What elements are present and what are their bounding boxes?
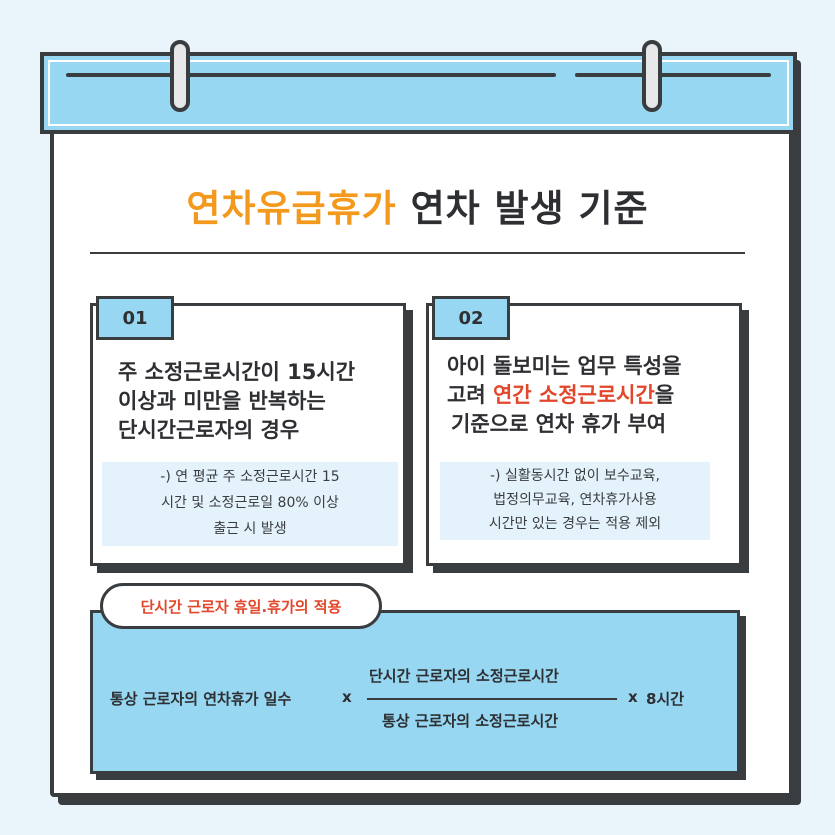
- title-accent: 연차유급휴가: [186, 187, 397, 230]
- title-divider: [90, 252, 745, 254]
- card2-highlight: 연간 소정근로시간: [492, 383, 655, 407]
- card1-line: 이상과 미만을 반복하는: [118, 389, 326, 413]
- formula-times-2: x: [628, 688, 638, 706]
- card1-note-line: 출근 시 발생: [213, 521, 287, 537]
- formula-right: 8시간: [646, 690, 685, 708]
- header-inner-border: [48, 60, 789, 126]
- card1-line: 주 소정근로시간이 15시간: [118, 360, 356, 384]
- card1-number-tab: 01: [96, 296, 174, 340]
- card2-note: -) 실활동시간 없이 보수교육, 법정의무교육, 연차휴가사용 시간만 있는 …: [440, 462, 710, 540]
- card1-line: 단시간근로자의 경우: [118, 418, 300, 442]
- formula-denominator: 통상 근로자의 소정근로시간: [382, 712, 559, 730]
- card1-note: -) 연 평균 주 소정근로시간 15 시간 및 소정근로일 80% 이상 출근…: [102, 462, 398, 546]
- formula-box: [90, 610, 740, 774]
- formula-times-1: x: [342, 688, 352, 706]
- header-line-right: [575, 73, 771, 77]
- page-title: 연차유급휴가 연차 발생 기준: [0, 178, 835, 232]
- card2-note-line: -) 실활동시간 없이 보수교육,: [490, 468, 660, 484]
- card2-line: 고려 연간 소정근로시간을: [447, 381, 681, 410]
- calendar-header-bar: [40, 52, 797, 134]
- card2-note-line: 시간만 있는 경우는 적용 제외: [488, 516, 662, 532]
- title-main: 연차 발생 기준: [410, 187, 649, 230]
- card1-text: 주 소정근로시간이 15시간 이상과 미만을 반복하는 단시간근로자의 경우: [118, 358, 355, 445]
- formula-tag: 단시간 근로자 휴일.휴가의 적용: [100, 583, 382, 629]
- formula-tag-label: 단시간 근로자 휴일.휴가의 적용: [140, 597, 342, 616]
- card2-number: 02: [458, 307, 484, 329]
- binder-ring-right-icon: [642, 40, 662, 112]
- card2-line2-prefix: 고려: [447, 383, 493, 407]
- fraction-line: [367, 698, 617, 700]
- card2-text: 아이 돌보미는 업무 특성을 고려 연간 소정근로시간을 기준으로 연차 휴가 …: [447, 352, 681, 439]
- card2-line: 기준으로 연차 휴가 부여: [451, 412, 667, 436]
- card2-line2-suffix: 을: [654, 383, 675, 407]
- card2-line: 아이 돌보미는 업무 특성을: [447, 354, 682, 378]
- binder-ring-left-icon: [170, 40, 190, 112]
- card1-note-line: 시간 및 소정근로일 80% 이상: [161, 495, 339, 511]
- card1-number: 01: [122, 307, 148, 329]
- formula-left: 통상 근로자의 연차휴가 일수: [110, 690, 292, 708]
- card1-note-line: -) 연 평균 주 소정근로시간 15: [160, 469, 340, 485]
- header-line-left: [66, 73, 556, 77]
- formula-numerator: 단시간 근로자의 소정근로시간: [369, 667, 559, 685]
- card2-note-line: 법정의무교육, 연차휴가사용: [493, 492, 657, 508]
- card2-number-tab: 02: [432, 296, 510, 340]
